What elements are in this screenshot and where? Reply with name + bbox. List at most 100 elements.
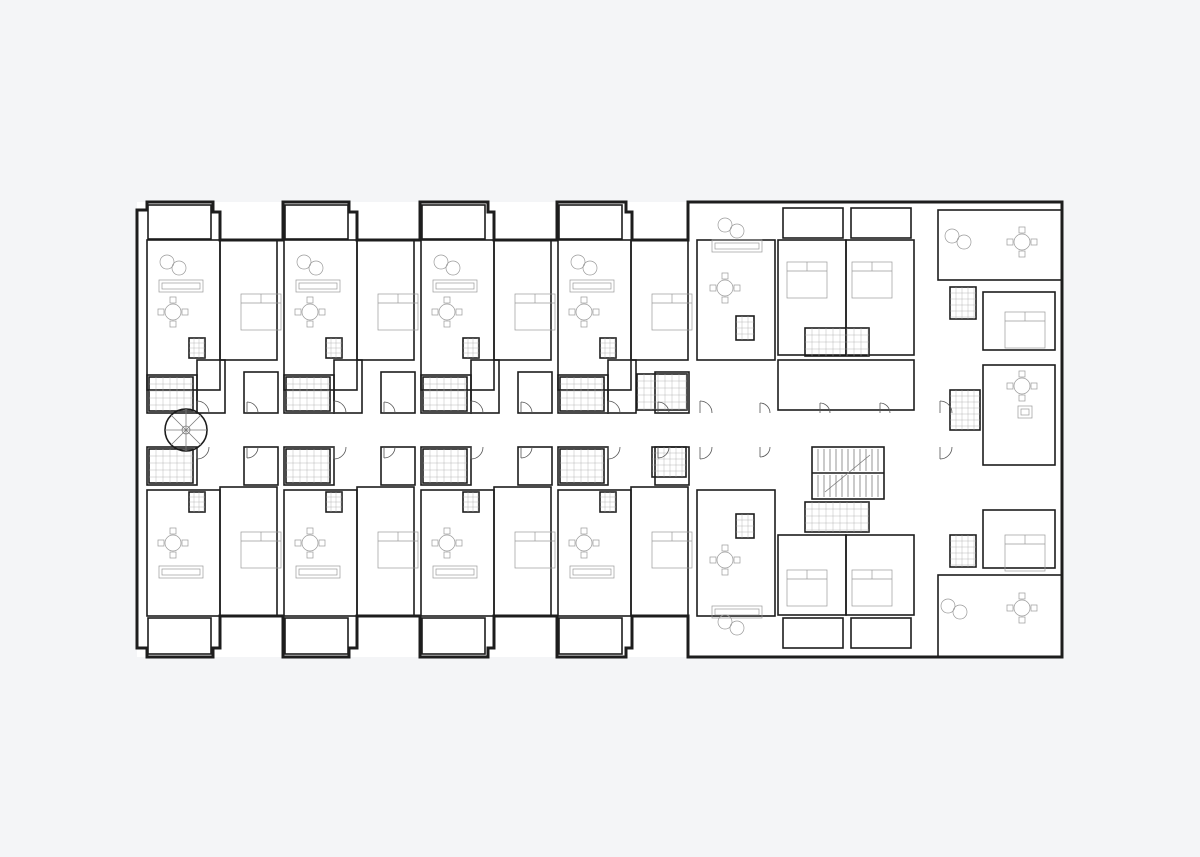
- door-swing-icon: [699, 446, 713, 460]
- door-swing-icon: [819, 402, 831, 414]
- bathroom-tile-icon: [422, 376, 468, 412]
- bathroom-tile-icon: [599, 337, 617, 359]
- dining-table-icon: [157, 527, 189, 559]
- exterior-wall: [135, 200, 1064, 659]
- bathroom-south: [420, 446, 472, 486]
- sofa-icon: [295, 279, 341, 293]
- sofa-icon: [432, 279, 478, 293]
- bed-icon: [240, 293, 282, 331]
- armchair-icon: [570, 254, 598, 276]
- dining-table-icon: [709, 272, 741, 304]
- bathroom-tile-icon: [285, 448, 331, 484]
- bathroom-tile-icon: [599, 491, 617, 513]
- armchair-icon: [159, 254, 187, 276]
- door-swing-icon: [246, 401, 259, 414]
- bed-icon: [377, 293, 419, 331]
- door-swing-icon: [607, 400, 621, 414]
- closet-south: [517, 446, 553, 486]
- doors-layer: [196, 400, 953, 460]
- bed-icon: [786, 261, 828, 299]
- armchair-icon: [940, 598, 968, 620]
- dining-table-icon: [568, 296, 600, 328]
- bedroom-east-mid-b: [982, 509, 1056, 569]
- bathroom-tile-icon: [804, 327, 870, 357]
- door-swing-icon: [470, 446, 484, 460]
- bathroom-tile-icon: [325, 337, 343, 359]
- bathroom-tile-icon: [285, 376, 331, 412]
- door-swing-icon: [657, 446, 670, 459]
- balcony: [782, 207, 844, 239]
- door-swing-icon: [383, 401, 396, 414]
- dining-table-icon: [709, 544, 741, 576]
- door-swing-icon: [759, 402, 771, 414]
- balcony: [284, 204, 349, 240]
- sofa-icon: [432, 565, 478, 579]
- bathroom-south: [283, 446, 335, 486]
- bathroom-tile-icon: [949, 286, 977, 320]
- armchair-icon: [296, 254, 324, 276]
- bathroom-tile-icon: [949, 534, 977, 568]
- closet-south: [243, 446, 279, 486]
- balcony: [421, 204, 486, 240]
- sofa-icon: [158, 565, 204, 579]
- dining-table-icon: [431, 527, 463, 559]
- balcony: [421, 617, 486, 655]
- balcony: [782, 617, 844, 649]
- bathroom-tile-icon: [188, 491, 206, 513]
- door-swing-icon: [470, 400, 484, 414]
- bathroom-tile-icon: [148, 376, 194, 412]
- living-room-east-mid: [982, 364, 1056, 466]
- bathroom-tile-icon: [462, 491, 480, 513]
- closet-north: [654, 371, 690, 414]
- bed-icon: [851, 261, 893, 299]
- staircase-icon: [811, 446, 885, 500]
- door-swing-icon: [520, 401, 533, 414]
- spiral-stair-icon: [164, 408, 208, 452]
- armchair-icon: [717, 217, 745, 239]
- dining-table-icon: [1006, 592, 1038, 624]
- bed-icon: [377, 531, 419, 569]
- closet-north: [243, 371, 279, 414]
- bed-icon: [514, 293, 556, 331]
- sofa-icon: [569, 565, 615, 579]
- dining-table-icon: [568, 527, 600, 559]
- sofa-icon: [295, 565, 341, 579]
- door-swing-icon: [759, 446, 771, 458]
- door-swing-icon: [333, 446, 347, 460]
- bathroom-tile-icon: [462, 337, 480, 359]
- door-swing-icon: [939, 446, 953, 460]
- service-east-north: [777, 359, 915, 411]
- bathroom-tile-icon: [735, 315, 755, 341]
- balcony: [558, 204, 623, 240]
- armchair-icon: [944, 228, 972, 250]
- bathroom-tiles-layer: [148, 286, 981, 568]
- door-swing-icon: [246, 446, 259, 459]
- sofa-icon: [711, 605, 763, 619]
- sofa-icon: [158, 279, 204, 293]
- bed-icon: [1004, 534, 1046, 572]
- closet-south: [380, 446, 416, 486]
- sofa-icon: [711, 239, 763, 253]
- bathroom-tile-icon: [148, 448, 194, 484]
- bed-icon: [851, 569, 893, 607]
- door-swing-icon: [939, 400, 953, 414]
- door-swing-icon: [657, 401, 670, 414]
- dining-table-icon: [294, 296, 326, 328]
- furniture-layer: [157, 217, 1046, 636]
- entry-north: [607, 359, 637, 414]
- closet-north: [517, 371, 553, 414]
- bathroom-tile-icon: [422, 448, 468, 484]
- balcony: [850, 207, 912, 239]
- bathroom-south: [146, 446, 198, 486]
- door-swing-icon: [196, 400, 210, 414]
- entry-north: [196, 359, 226, 414]
- armchair-icon: [717, 614, 745, 636]
- bedroom-east-south-b: [845, 534, 915, 616]
- entry-north: [470, 359, 500, 414]
- bathroom-tile-icon: [188, 337, 206, 359]
- west-wing-units: [146, 204, 690, 655]
- bathroom-tile-icon: [325, 491, 343, 513]
- bathroom-tile-icon: [804, 501, 870, 533]
